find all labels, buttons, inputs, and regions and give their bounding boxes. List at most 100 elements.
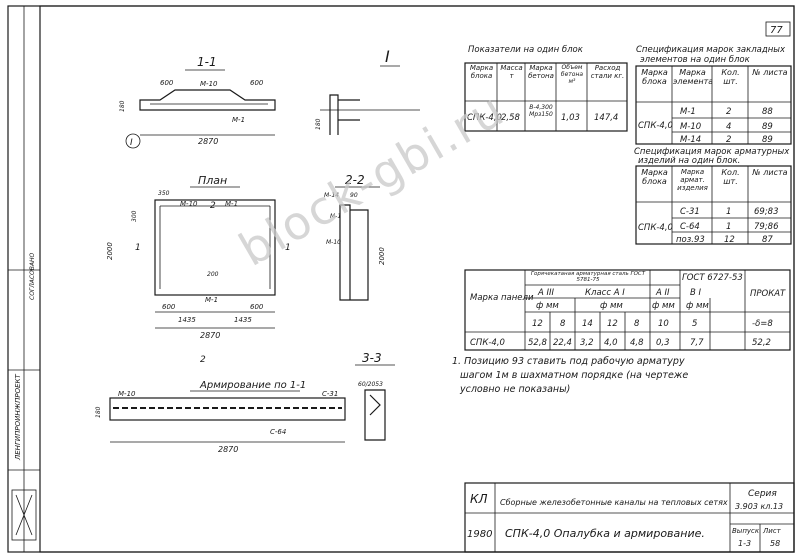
sec22-dim-90: 90: [350, 192, 358, 199]
rebar-spec: Спецификация марок арматурных изделий на…: [634, 147, 792, 245]
emb-r1-mark: М-10: [680, 122, 701, 132]
steel-v2: 3,2: [580, 338, 594, 348]
emb-r2-qty: 2: [726, 135, 731, 145]
section-1-1: 1-1 600 600 М-10 М-1 2870 180 I: [119, 55, 276, 149]
bi-row-3: 1,03: [561, 113, 580, 123]
sec33-dim: 60/2053: [358, 381, 383, 388]
emb-r0-mark: М-1: [680, 107, 696, 117]
plan-cut-2-top: 2: [210, 201, 216, 211]
steel-v4: 4,8: [630, 338, 644, 348]
emb-r0-sheet: 88: [762, 107, 773, 117]
reb-header-2: Кол. шт.: [721, 168, 740, 186]
plan-dim-200: 200: [207, 271, 219, 278]
note-line-3: условно не показаны): [459, 384, 570, 395]
steel-class-a2: А II: [655, 288, 670, 298]
arm-dim-180: 180: [95, 406, 102, 418]
sec22-dim-2000: 2000: [378, 247, 386, 265]
reb-header-0: Марка блока: [641, 168, 668, 186]
view-I-dim-180: 180: [315, 118, 322, 130]
bi-header-3: Объем бетона м³: [560, 64, 584, 85]
sec22-mark-m1: М-1: [330, 213, 341, 220]
plan-view: План М-10 М-1 М-1 2 1 1 350 2000 300 200…: [106, 174, 291, 340]
steel-v6: 7,7: [690, 338, 704, 348]
reb-title-1: Спецификация марок арматурных: [634, 147, 790, 157]
emb-header-1: Марка элемента: [673, 68, 712, 86]
plan-dim-1435-right: 1435: [234, 316, 252, 324]
reb-header-1: Марка армат. изделия: [677, 168, 708, 192]
reb-r2-sheet: 87: [762, 235, 773, 245]
steel-d2: 14: [582, 319, 593, 329]
emb-r2-mark: М-14: [680, 135, 701, 145]
steel-v0: 52,8: [528, 338, 548, 348]
reb-title-2: изделий на один блок.: [638, 156, 740, 166]
steel-v7: 52,2: [752, 338, 771, 348]
stamp-kl: КЛ: [470, 492, 488, 506]
arm-mark-m10: М-10: [118, 390, 136, 398]
emb-r1-qty: 4: [726, 122, 731, 132]
steel-v5: 0,3: [656, 338, 670, 348]
emb-title-2: элементов на один блок: [640, 55, 751, 65]
stamp-year: 1980: [467, 529, 492, 540]
inner-frame: [39, 5, 795, 553]
steel-hot-rolled: Горячекатаная арматурная сталь ГОСТ 5781…: [530, 271, 646, 283]
stamp-sheet-label: Лист: [762, 527, 782, 535]
bi-row-2: В-4,300 Мрз150: [529, 104, 553, 118]
bi-header-1: Масса т: [500, 64, 523, 80]
sec22-mark-m14: М-14: [324, 192, 339, 199]
callout-I-circle: [125, 133, 141, 149]
steel-d0: 12: [532, 319, 543, 329]
reb-r1-sheet: 79;86: [754, 222, 779, 232]
reb-r2-mark: поз.93: [676, 235, 705, 245]
plan-cut-1-right: 1: [285, 243, 291, 253]
plan-mark-m1-bottom: М-1: [205, 296, 218, 304]
steel-phi-a2: ф мм: [652, 301, 675, 311]
plan-mark-m1-top: М-1: [225, 200, 238, 208]
sec11-dim-180: 180: [119, 100, 126, 112]
reb-r2-qty: 12: [724, 235, 735, 245]
sec11-label: 1-1: [197, 55, 217, 69]
stamp-series-value: 3.903 кл.13: [735, 502, 783, 511]
steel-gost: ГОСТ 6727-53: [682, 273, 743, 283]
callout-I-text: I: [130, 138, 133, 148]
stamp-issue-value: 1-3: [738, 539, 751, 548]
view-I-label: I: [385, 47, 390, 66]
plan-dim-1435-left: 1435: [178, 316, 196, 324]
steel-d4: 8: [634, 319, 640, 329]
steel-col-brand: Марка панели: [470, 293, 534, 303]
sec22-mark-m10: М-10: [326, 239, 341, 246]
plan-dim-300: 300: [131, 210, 138, 222]
steel-v3: 4,0: [604, 338, 618, 348]
reinforcement-view: 2 Армирование по 1-1 М-10 С-31 С-64 180 …: [95, 355, 346, 454]
block-indicators-title: Показатели на один блок: [468, 45, 584, 55]
embedded-spec: Спецификация марок закладных элементов н…: [635, 45, 792, 145]
bi-row-4: 147,4: [594, 113, 618, 123]
steel-class-b1: В I: [690, 288, 702, 298]
sec11-mark-m10: М-10: [200, 80, 218, 88]
sheet-number: 77: [770, 25, 783, 36]
reb-r1-mark: С-64: [680, 222, 700, 232]
sec11-profile: [139, 89, 276, 111]
steel-d3: 12: [607, 319, 618, 329]
plan-outline: [154, 199, 276, 296]
sec22-label: 2-2: [345, 173, 365, 187]
plan-dim-600-right: 600: [250, 303, 264, 311]
note: 1. Позицию 93 ставить под рабочую армату…: [452, 356, 688, 395]
bi-row-1: 2,58: [501, 113, 521, 123]
arm-mark-c64: С-64: [270, 428, 286, 436]
stamp-title: СПК-4,0 Опалубка и армирование.: [505, 527, 705, 540]
block-indicators: Показатели на один блок Марка блока Масс…: [464, 45, 628, 132]
emb-r1-sheet: 89: [762, 122, 773, 132]
plan-cut-1-left: 1: [135, 243, 141, 253]
stamp-series-label: Серия: [748, 489, 777, 499]
plan-mark-m10: М-10: [180, 200, 198, 208]
steel-d6: 5: [692, 319, 697, 329]
reb-r0-qty: 1: [726, 207, 731, 217]
sec11-dim-600-left: 600: [160, 79, 174, 87]
steel-phi-b1: ф мм: [686, 301, 709, 311]
emb-title-1: Спецификация марок закладных: [636, 45, 786, 55]
arm-dim-2870: 2870: [218, 445, 238, 454]
reb-r0-sheet: 69;83: [754, 207, 779, 217]
view-I: I 180: [315, 47, 420, 135]
plan-dim-2870: 2870: [200, 331, 220, 340]
emb-r2-sheet: 89: [762, 135, 773, 145]
